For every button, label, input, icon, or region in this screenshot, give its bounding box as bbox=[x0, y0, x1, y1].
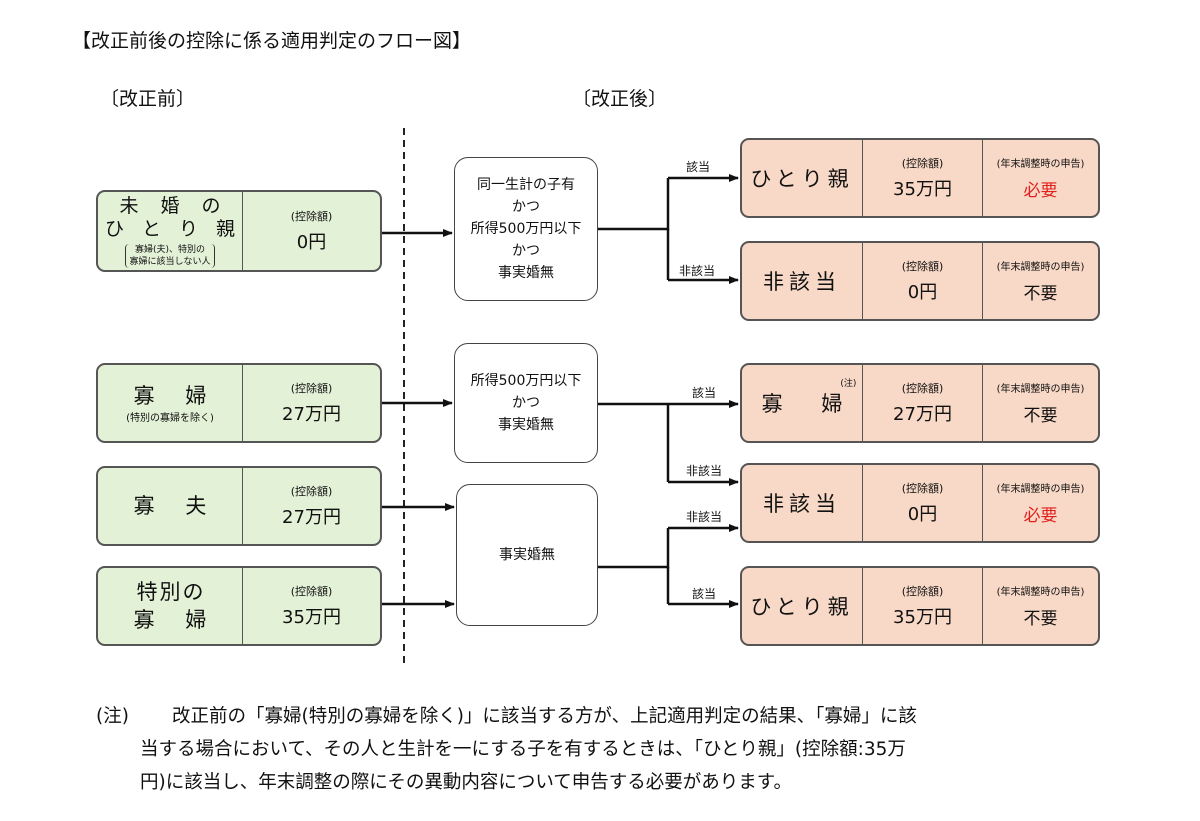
declaration-value: 必要 bbox=[1023, 181, 1058, 201]
condition-text: かつ bbox=[512, 199, 540, 215]
declaration-value: 不要 bbox=[1023, 406, 1058, 426]
before-name: 寡 婦 bbox=[133, 383, 219, 408]
condition-text: 所得500万円以下 bbox=[470, 221, 582, 237]
declaration-value: 不要 bbox=[1023, 284, 1058, 304]
condition-text: 事実婚無 bbox=[498, 265, 554, 281]
condition-box-3: 事実婚無 bbox=[456, 484, 598, 626]
branch-label-applies: 該当 bbox=[692, 587, 717, 601]
before-sub-note: (特別の寡婦を除く) bbox=[126, 412, 214, 424]
deduction-label: (控除額) bbox=[290, 485, 333, 498]
deduction-label: (控除額) bbox=[901, 482, 944, 495]
deduction-amount: 35万円 bbox=[893, 607, 952, 628]
condition-text: かつ bbox=[512, 395, 540, 411]
branch-cond3 bbox=[598, 528, 670, 569]
after-box-widow: 寡 婦 (注) (控除額) 27万円 (年末調整時の申告) 不要 bbox=[740, 363, 1100, 443]
deduction-label: (控除額) bbox=[901, 585, 944, 598]
declaration-label: (年末調整時の申告) bbox=[996, 262, 1085, 273]
deduction-amount: 35万円 bbox=[282, 607, 341, 628]
deduction-amount: 0円 bbox=[907, 282, 938, 303]
footnote-line: 改正前の「寡婦(特別の寡婦を除く)」に該当する方が、上記適用判定の結果、「寡婦」… bbox=[172, 706, 917, 727]
page-title: 【改正前後の控除に係る適用判定のフロー図】 bbox=[72, 30, 472, 52]
footnote: (注) 改正前の「寡婦(特別の寡婦を除く)」に該当する方が、上記適用判定の結果、… bbox=[96, 700, 1136, 799]
condition-box-2: 所得500万円以下 かつ 事実婚無 bbox=[454, 343, 598, 463]
section-before-heading: 〔改正前〕 bbox=[100, 88, 196, 110]
after-box-not-applicable: 非該当 (控除額) 0円 (年末調整時の申告) 不要 bbox=[740, 241, 1100, 321]
before-box-widower: 寡 夫 (控除額) 27万円 bbox=[96, 466, 382, 546]
declaration-value: 不要 bbox=[1023, 609, 1058, 629]
deduction-label: (控除額) bbox=[290, 382, 333, 395]
footnote-line: 当する場合において、その人と生計を一にする子を有するときは、「ひとり親」(控除額… bbox=[140, 739, 906, 760]
declaration-label: (年末調整時の申告) bbox=[996, 484, 1085, 495]
deduction-label: (控除額) bbox=[901, 260, 944, 273]
declaration-label: (年末調整時の申告) bbox=[996, 384, 1085, 395]
before-name: 未 婚 の bbox=[119, 194, 229, 217]
after-name: 非該当 bbox=[763, 270, 841, 294]
deduction-label: (控除額) bbox=[290, 210, 333, 223]
declaration-label: (年末調整時の申告) bbox=[996, 159, 1085, 170]
before-name: 寡 婦 bbox=[133, 608, 219, 632]
deduction-amount: 35万円 bbox=[893, 179, 952, 200]
before-sub-note: 寡婦(夫)、特別の 寡婦に該当しない人 bbox=[125, 243, 215, 268]
deduction-amount: 27万円 bbox=[893, 404, 952, 425]
after-name: ひとり親 bbox=[750, 595, 854, 619]
deduction-amount: 27万円 bbox=[282, 404, 341, 425]
condition-text: 事実婚無 bbox=[499, 547, 555, 563]
declaration-value: 必要 bbox=[1023, 506, 1058, 526]
before-box-special-widow: 特別の 寡 婦 (控除額) 35万円 bbox=[96, 566, 382, 646]
condition-box-1: 同一生計の子有 かつ 所得500万円以下 かつ 事実婚無 bbox=[454, 157, 598, 301]
note-mark: (注) bbox=[840, 379, 857, 389]
branch-label-applies: 該当 bbox=[686, 160, 711, 174]
branch-cond1 bbox=[598, 178, 670, 231]
footnote-line: 円)に該当し、年末調整の際にその異動内容について申告する必要があります。 bbox=[140, 772, 792, 793]
before-name: 寡 夫 bbox=[133, 494, 219, 518]
deduction-label: (控除額) bbox=[290, 585, 333, 598]
deduction-label: (控除額) bbox=[901, 382, 944, 395]
after-name: 非該当 bbox=[763, 492, 841, 516]
after-box-single-parent: ひとり親 (控除額) 35万円 (年末調整時の申告) 必要 bbox=[740, 138, 1100, 218]
condition-text: 事実婚無 bbox=[498, 417, 554, 433]
deduction-label: (控除額) bbox=[901, 157, 944, 170]
condition-text: かつ bbox=[512, 243, 540, 259]
branch-label-not-applies: 非該当 bbox=[686, 510, 723, 524]
deduction-amount: 27万円 bbox=[282, 507, 341, 528]
before-name: 特別の bbox=[136, 580, 206, 604]
after-box-single-parent: ひとり親 (控除額) 35万円 (年末調整時の申告) 不要 bbox=[740, 566, 1100, 646]
declaration-label: (年末調整時の申告) bbox=[996, 587, 1085, 598]
condition-text: 同一生計の子有 bbox=[477, 177, 575, 193]
deduction-amount: 0円 bbox=[296, 232, 327, 253]
branch-label-applies: 該当 bbox=[692, 386, 717, 400]
before-box-widow: 寡 婦 (特別の寡婦を除く) (控除額) 27万円 bbox=[96, 363, 382, 443]
after-box-not-applicable: 非該当 (控除額) 0円 (年末調整時の申告) 必要 bbox=[740, 463, 1100, 543]
before-name: ひ と り 親 bbox=[104, 217, 242, 240]
branch-label-not-applies: 非該当 bbox=[686, 464, 723, 478]
before-box-unmarried-single-parent: 未 婚 の ひ と り 親 寡婦(夫)、特別の 寡婦に該当しない人 (控除額) … bbox=[96, 190, 382, 272]
after-name: ひとり親 bbox=[750, 167, 854, 191]
branch-label-not-applies: 非該当 bbox=[679, 264, 716, 278]
condition-text: 所得500万円以下 bbox=[470, 373, 582, 389]
after-name: 寡 婦 (注) bbox=[746, 379, 859, 418]
section-after-heading: 〔改正後〕 bbox=[572, 88, 668, 110]
footnote-mark: (注) bbox=[96, 706, 129, 727]
deduction-amount: 0円 bbox=[907, 504, 938, 525]
